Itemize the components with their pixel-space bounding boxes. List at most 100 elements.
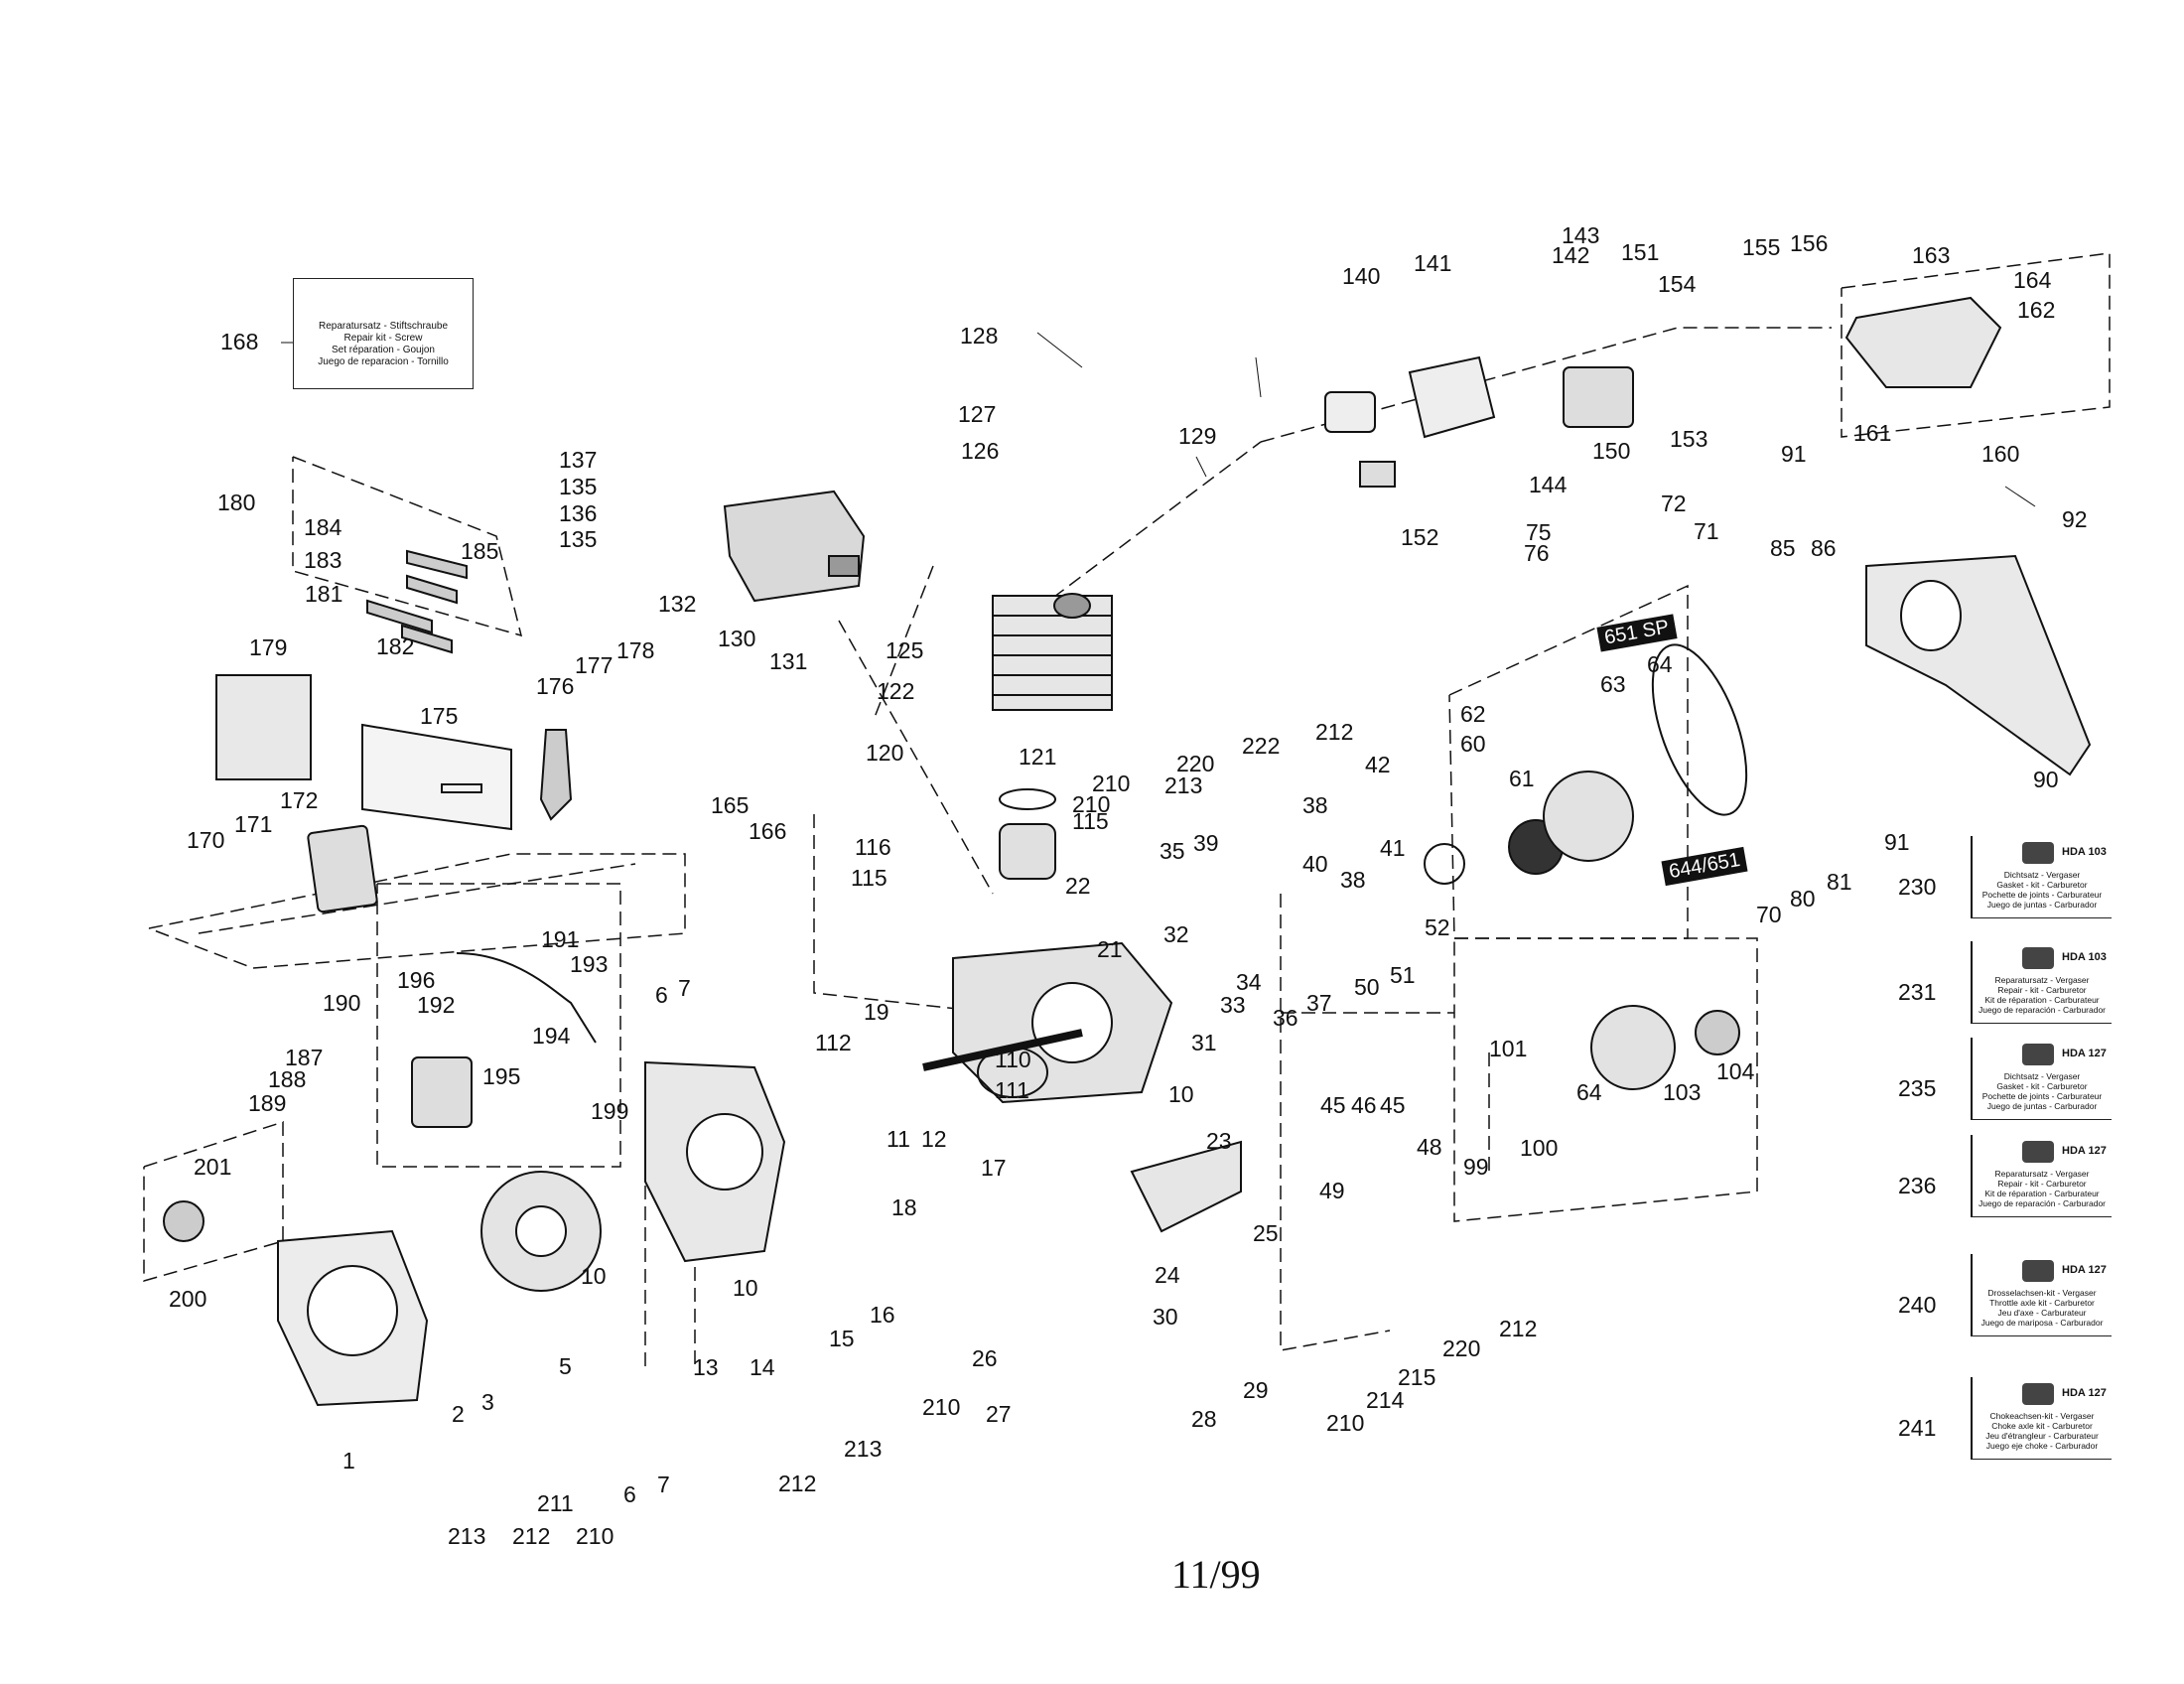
callout-34: 34	[1236, 969, 1262, 995]
bar-plate-172	[307, 824, 378, 913]
carb-kit-code: HDA 127	[2062, 1048, 2107, 1059]
cylinder-120	[992, 593, 1113, 711]
callout-62: 62	[1460, 701, 1486, 727]
chain-catcher-176	[539, 729, 573, 821]
callout-25: 25	[1253, 1220, 1279, 1246]
kit-168-line-2: Repair kit - Screw	[343, 333, 423, 344]
callout-141: 141	[1414, 250, 1452, 276]
callout-33: 33	[1220, 992, 1246, 1018]
callout-40: 40	[1302, 851, 1328, 877]
callout-21: 21	[1097, 936, 1123, 962]
callout-164: 164	[2013, 267, 2052, 293]
gasket-140	[1324, 391, 1376, 433]
leader-lines	[281, 332, 2036, 507]
brake-24	[1130, 1140, 1242, 1233]
callout-191: 191	[541, 926, 580, 952]
callout-71: 71	[1694, 518, 1719, 544]
callout-49: 49	[1319, 1178, 1345, 1203]
callout-5: 5	[559, 1353, 572, 1379]
callout-180: 180	[217, 490, 256, 515]
ignition-lead	[456, 952, 597, 1044]
callout-81: 81	[1827, 869, 1852, 895]
callout-212: 212	[512, 1523, 551, 1549]
carb-kit-line: Dichtsatz - Vergaser	[2003, 870, 2081, 880]
callout-19: 19	[864, 999, 889, 1025]
callout-185: 185	[461, 538, 499, 564]
callout-201: 201	[194, 1154, 232, 1180]
callout-213: 213	[844, 1436, 883, 1462]
callout-151: 151	[1621, 239, 1660, 265]
starter-housing-1	[277, 1229, 429, 1407]
callout-17: 17	[981, 1155, 1007, 1181]
ignition-module-195	[411, 1056, 473, 1128]
callout-210: 210	[1092, 771, 1131, 796]
callout-154: 154	[1658, 271, 1697, 297]
callout-6: 6	[655, 982, 668, 1008]
callout-6: 6	[623, 1481, 636, 1507]
callout-188: 188	[268, 1066, 307, 1092]
carb-kit-code: HDA 103	[2062, 846, 2107, 858]
callout-161: 161	[1853, 420, 1892, 446]
callout-120: 120	[866, 740, 904, 766]
callout-35: 35	[1160, 838, 1185, 864]
callout-178: 178	[616, 637, 655, 663]
callout-170: 170	[187, 827, 225, 853]
callout-160: 160	[1981, 441, 2020, 467]
carb-kit-code: HDA 127	[2062, 1145, 2107, 1157]
page-number: 11/99	[1171, 1552, 1261, 1597]
callout-121: 121	[1019, 744, 1057, 770]
callout-46: 46	[1351, 1092, 1377, 1118]
callout-241: 241	[1898, 1415, 1937, 1441]
callout-75: 75	[1526, 519, 1552, 545]
callout-235: 235	[1898, 1075, 1937, 1101]
callout-111: 111	[995, 1077, 1029, 1103]
callout-171: 171	[234, 811, 273, 837]
callout-127: 127	[958, 401, 997, 427]
callout-2: 2	[452, 1401, 465, 1427]
callout-220: 220	[1442, 1335, 1481, 1361]
callout-115: 115	[1072, 808, 1109, 834]
callout-80: 80	[1790, 886, 1816, 912]
carburetor-icon	[2022, 1141, 2054, 1163]
carb-kit-line: Repair - kit - Carburetor	[1997, 985, 2087, 995]
callout-144: 144	[1529, 472, 1568, 497]
elbow-152	[1359, 461, 1396, 488]
callout-12: 12	[921, 1126, 947, 1152]
callout-156: 156	[1790, 230, 1829, 256]
callout-212: 212	[778, 1471, 817, 1496]
carb-kit-line: Kit de réparation - Carburateur	[1984, 1189, 2100, 1198]
carb-kit-line: Juego de juntas - Carburador	[1986, 1101, 2098, 1111]
callout-192: 192	[417, 992, 456, 1018]
callout-179: 179	[249, 634, 288, 660]
callout-214: 214	[1366, 1387, 1405, 1413]
carb-kit-code: HDA 127	[2062, 1264, 2107, 1276]
kit-168-line-1: Reparatursatz - Stiftschraube	[318, 321, 449, 332]
callout-91: 91	[1781, 441, 1807, 467]
callout-230: 230	[1898, 874, 1937, 900]
callout-212: 212	[1315, 719, 1354, 745]
callout-70: 70	[1756, 902, 1782, 927]
callout-61: 61	[1509, 766, 1535, 791]
carb-kit-line: Juego de mariposa - Carburador	[1980, 1318, 2104, 1328]
callout-10: 10	[1168, 1081, 1194, 1107]
callout-63: 63	[1600, 671, 1626, 697]
callout-99: 99	[1463, 1154, 1489, 1180]
callout-115: 115	[851, 865, 887, 891]
starter-pulley-200	[163, 1200, 205, 1242]
callout-211: 211	[537, 1490, 574, 1516]
callout-1: 1	[342, 1448, 355, 1474]
callout-122: 122	[877, 678, 915, 704]
callout-240: 240	[1898, 1292, 1937, 1318]
callout-142: 142	[1552, 242, 1590, 268]
carb-kit-line: Throttle axle kit - Carburetor	[1989, 1298, 2095, 1308]
carb-kit-line: Choke axle kit - Carburetor	[1991, 1421, 2093, 1431]
carb-kit-line: Pochette de joints - Carburateur	[1981, 890, 2103, 900]
callout-38: 38	[1302, 792, 1328, 818]
callout-210: 210	[922, 1394, 961, 1420]
callout-28: 28	[1191, 1406, 1217, 1432]
chain-links	[366, 549, 468, 654]
flywheel-5	[480, 1171, 602, 1292]
callout-150: 150	[1592, 438, 1631, 464]
